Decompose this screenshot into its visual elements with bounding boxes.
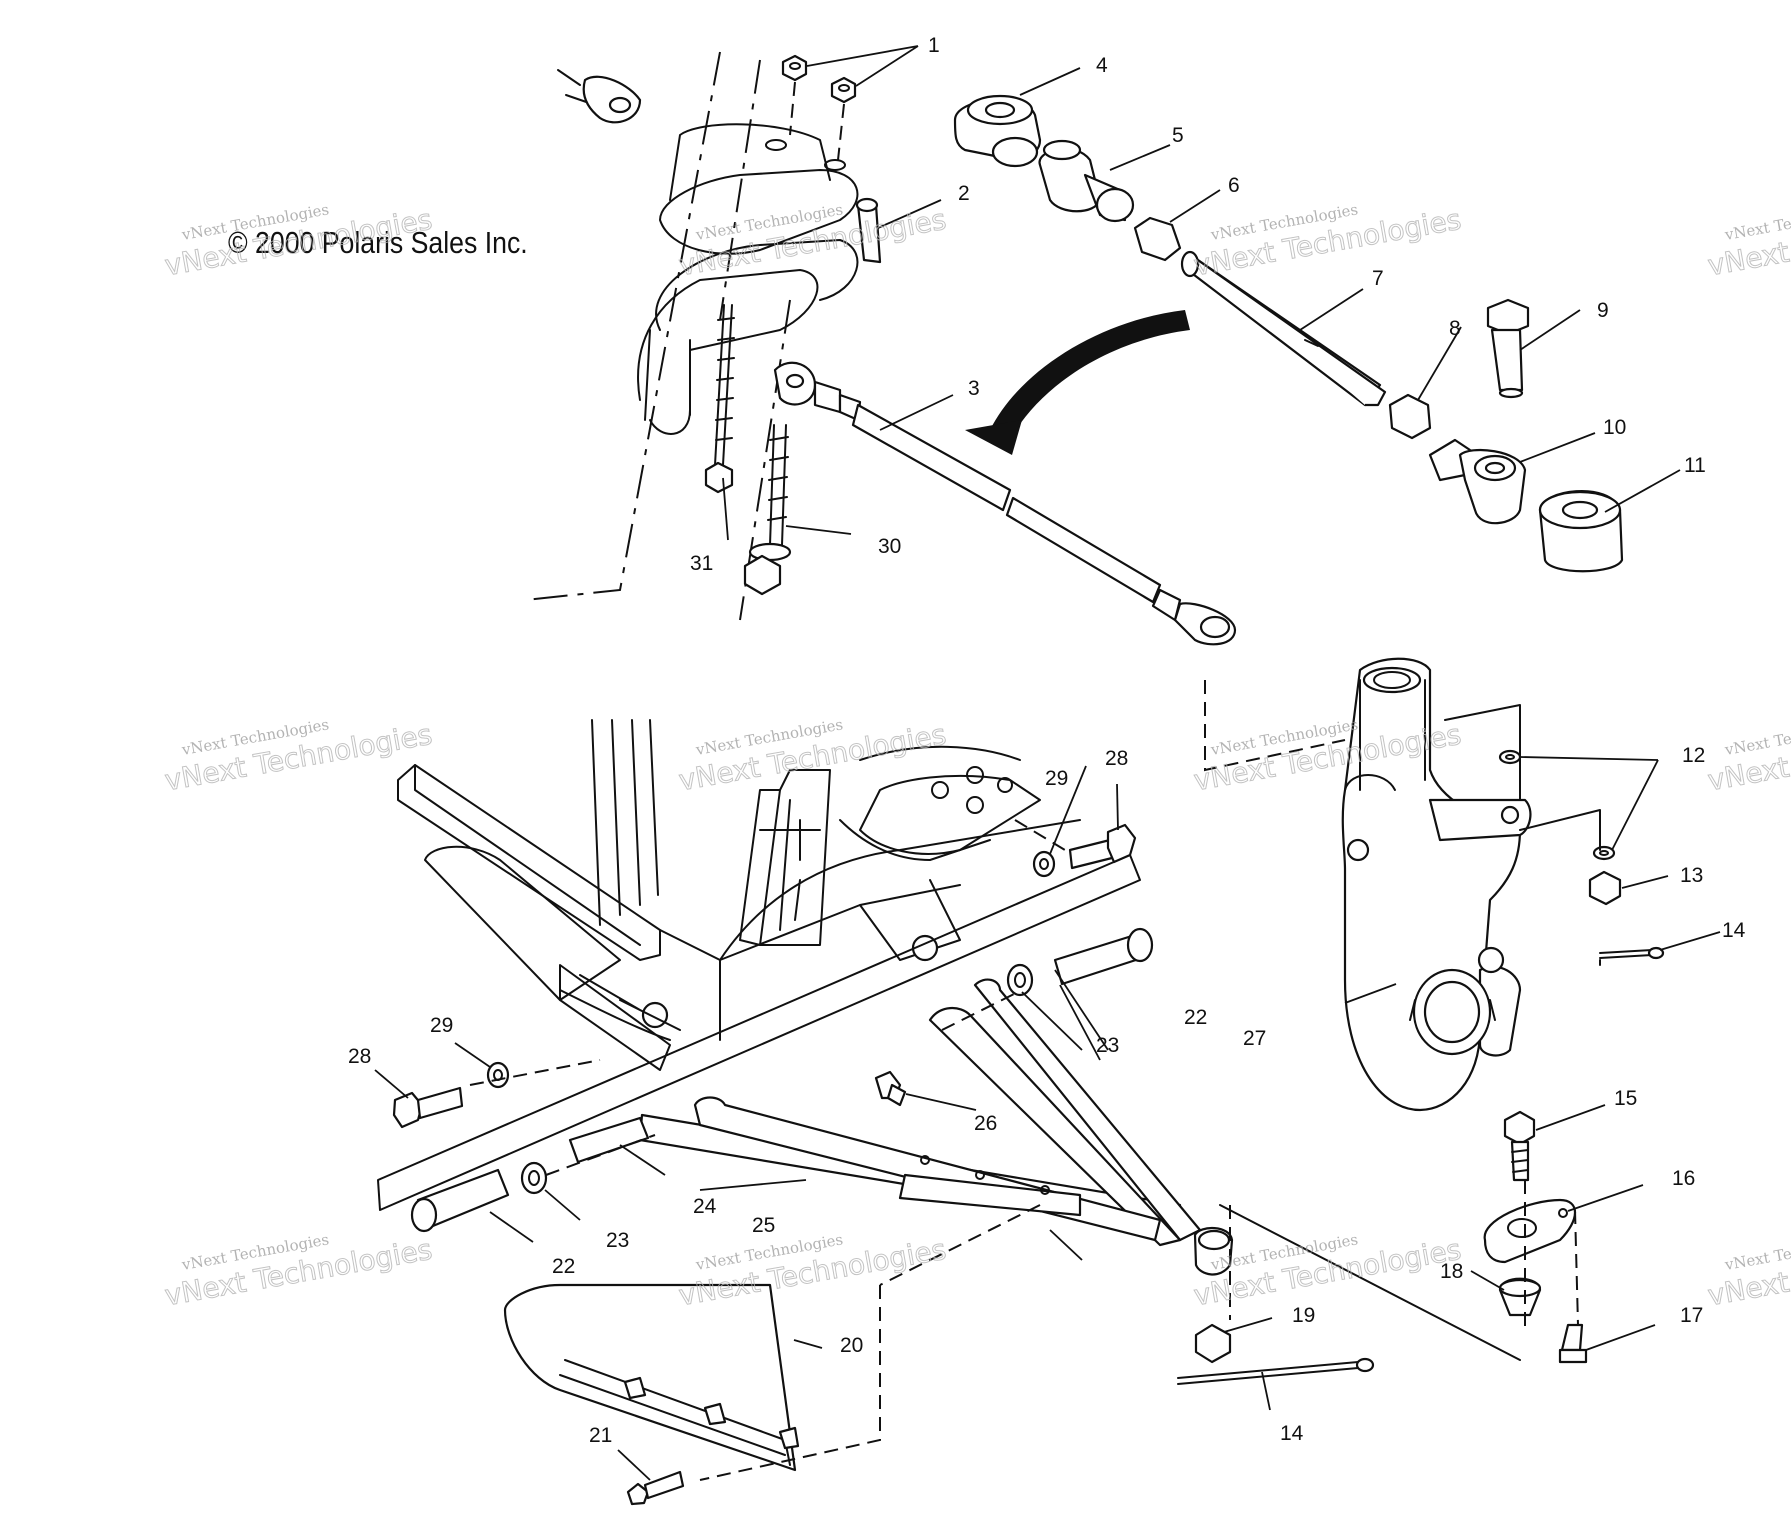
- part-26-fitting: [874, 1070, 907, 1107]
- callout-11: 11: [1684, 454, 1706, 477]
- part-24-shaft: [568, 1116, 650, 1164]
- callout-19: 19: [1292, 1304, 1315, 1327]
- callout-labels: 1 2 3 4 5 6 7 8 9 10 11 12 13 14 14 15 1…: [348, 34, 1746, 1447]
- part-17-screw: [1558, 1323, 1588, 1364]
- watermarks: vNext Technologies vNext Technologies vN…: [162, 200, 1792, 1312]
- callout-22-right: 22: [1184, 1006, 1207, 1029]
- callout-13: 13: [1680, 864, 1703, 887]
- tie-rod-end-upper: [557, 69, 642, 124]
- callout-5: 5: [1172, 124, 1184, 147]
- callout-30: 30: [878, 535, 901, 558]
- part-8-nut: [1388, 393, 1432, 440]
- assembly-lines: [469, 680, 1601, 1481]
- callout-29-left: 29: [430, 1014, 453, 1037]
- part-22-sleeve-right: [1053, 927, 1154, 986]
- part-4-bushing: [953, 94, 1042, 168]
- part-14-cotter-lower: [1177, 1357, 1375, 1385]
- callout-26: 26: [974, 1112, 997, 1135]
- part-29-washer-right: [1032, 850, 1056, 878]
- callout-4: 4: [1096, 54, 1108, 77]
- part-31-screw: [704, 304, 735, 494]
- callout-18: 18: [1440, 1260, 1463, 1283]
- copyright-notice: © 2000 Polaris Sales Inc.: [228, 226, 528, 260]
- callout-31: 31: [690, 552, 713, 575]
- callout-16: 16: [1672, 1167, 1695, 1190]
- callout-28-right: 28: [1105, 747, 1128, 770]
- callout-7: 7: [1372, 267, 1384, 290]
- callout-2: 2: [958, 182, 970, 205]
- frame: [397, 719, 1081, 1071]
- callout-14-upper: 14: [1722, 919, 1746, 942]
- callout-1: 1: [928, 34, 940, 57]
- part-22-sleeve-left: [410, 1168, 510, 1233]
- leader-lines: [374, 45, 1721, 1481]
- callout-15: 15: [1614, 1087, 1637, 1110]
- callout-28-left: 28: [348, 1045, 371, 1068]
- part-19-nut: [1194, 1323, 1232, 1364]
- part-28-bolt-left: [392, 1086, 464, 1129]
- callout-25: 25: [752, 1214, 775, 1237]
- part-20-guard: [503, 1283, 800, 1472]
- part-3-tie-rod: [773, 361, 1237, 646]
- part-9-bolt: [1486, 298, 1530, 399]
- part-15-bolt: [1503, 1110, 1536, 1182]
- part-27-spindle: [1341, 657, 1532, 1112]
- callout-12: 12: [1682, 744, 1705, 767]
- callout-29-right: 29: [1045, 767, 1068, 790]
- callout-17: 17: [1680, 1304, 1703, 1327]
- part-23-washer-left: [520, 1161, 548, 1195]
- callout-14-lower: 14: [1280, 1422, 1304, 1445]
- callout-22-left: 22: [552, 1255, 575, 1278]
- callout-9: 9: [1597, 299, 1609, 322]
- part-14-cotter-upper: [1599, 946, 1665, 960]
- callout-27: 27: [1243, 1027, 1266, 1050]
- direction-arrow: [965, 310, 1190, 455]
- callout-10: 10: [1603, 416, 1626, 439]
- part-10-rod-end: [1428, 438, 1527, 525]
- part-6-nut: [1133, 216, 1182, 262]
- part-11-bushing: [1538, 490, 1624, 573]
- part-16-plate: [1483, 1198, 1576, 1264]
- callout-23-right: 23: [1096, 1034, 1119, 1057]
- callout-24: 24: [693, 1195, 717, 1218]
- part-7-tube: [1180, 250, 1387, 407]
- part-18-plug: [1498, 1277, 1542, 1317]
- a-arm: [377, 854, 1234, 1276]
- part-23-washer-right: [1006, 963, 1034, 997]
- part-30-screw: [743, 424, 792, 596]
- part-28-bolt-right: [1068, 823, 1137, 870]
- callout-20: 20: [840, 1334, 863, 1357]
- callout-3: 3: [968, 377, 980, 400]
- callout-23-left: 23: [606, 1229, 629, 1252]
- part-2-pin: [855, 197, 882, 264]
- watermark-text: vNext Technologies: [1705, 718, 1792, 797]
- part-13-nut: [1588, 870, 1622, 906]
- part-21-screw: [626, 1470, 685, 1506]
- watermark-text: vNext Technologies: [1705, 203, 1792, 282]
- part-5-rod-end: [1038, 139, 1135, 223]
- watermark-text: vNext Technologies: [1705, 1233, 1792, 1312]
- callout-6: 6: [1228, 174, 1240, 197]
- steering-post: [524, 51, 859, 621]
- callout-8: 8: [1449, 317, 1461, 340]
- part-1-nuts: [781, 54, 857, 161]
- part-29-washer-left: [486, 1061, 510, 1089]
- callout-21: 21: [589, 1424, 612, 1447]
